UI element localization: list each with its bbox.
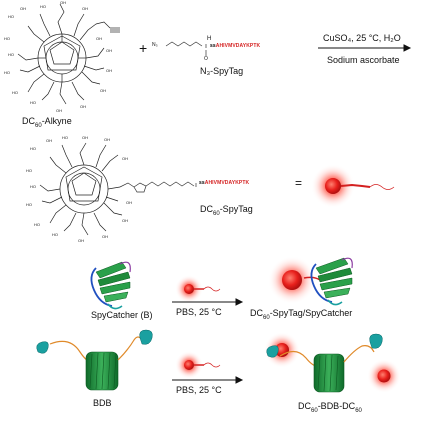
svg-text:HO: HO xyxy=(30,184,36,189)
triazole-linker xyxy=(119,181,197,193)
spycatcher-protein-icon xyxy=(90,261,131,310)
reaction-arrow-3 xyxy=(172,298,244,306)
svg-text:OH: OH xyxy=(104,137,110,142)
fullerene-molecule-icon xyxy=(17,3,120,105)
svg-text:OH: OH xyxy=(100,88,106,93)
svg-text:OH: OH xyxy=(78,238,84,243)
dc60-bdb-dc60-icon xyxy=(264,332,401,393)
n3-spytag-label: N₃-SpyTag xyxy=(200,66,244,76)
spytag-sequence-1: ssAHIVMVDAYKPTK xyxy=(210,43,261,49)
spycatcher-label: SpyCatcher (B) xyxy=(91,310,153,320)
svg-text:OH: OH xyxy=(20,6,26,11)
reaction-arrow-4 xyxy=(172,376,244,384)
carbonyl-o: O xyxy=(204,56,208,62)
spytag-sequence-2: ssAHIVMVDAYKPTK xyxy=(199,180,250,186)
svg-text:OH: OH xyxy=(80,104,86,109)
svg-text:HO: HO xyxy=(30,100,36,105)
svg-text:HO: HO xyxy=(4,36,10,41)
nh-group: H xyxy=(207,36,212,42)
svg-text:HO: HO xyxy=(4,70,10,75)
condition-pbs-4: PBS, 25 °C xyxy=(176,385,222,395)
svg-text:OH: OH xyxy=(122,156,128,161)
condition-reductant: Sodium ascorbate xyxy=(327,55,400,65)
condition-catalyst: CuSO₄, 25 °C, H₂O xyxy=(323,33,401,43)
svg-text:OH: OH xyxy=(56,108,62,113)
bdb-label: BDB xyxy=(93,398,112,408)
svg-text:OH: OH xyxy=(106,68,112,73)
equals-sign: = xyxy=(295,176,303,190)
svg-text:HO: HO xyxy=(8,52,14,57)
fullerene-sphere-icon xyxy=(175,275,221,303)
svg-text:HO: HO xyxy=(26,168,32,173)
spytag-spycatcher-label: DC60-SpyTag/SpyCatcher xyxy=(250,308,353,321)
svg-text:OH: OH xyxy=(46,138,52,143)
reaction-arrow-1 xyxy=(318,44,412,52)
svg-text:HO: HO xyxy=(26,202,32,207)
dc60-spytag-label: DC60-SpyTag xyxy=(200,204,253,217)
svg-text:OH: OH xyxy=(106,48,112,53)
svg-text:HO: HO xyxy=(40,4,46,9)
dc60-bdb-dc60-label: DC60-BDB-DC60 xyxy=(298,401,362,414)
svg-text:OH: OH xyxy=(60,0,66,5)
svg-text:OH: OH xyxy=(122,218,128,223)
plus-sign: + xyxy=(139,40,148,56)
condition-pbs-3: PBS, 25 °C xyxy=(176,307,222,317)
fullerene-sphere-icon xyxy=(175,351,221,379)
fullerene-sphere-icon xyxy=(311,164,395,208)
svg-text:OH: OH xyxy=(82,135,88,140)
svg-text:OH: OH xyxy=(82,6,88,11)
svg-text:OH: OH xyxy=(96,36,102,41)
svg-text:OH: OH xyxy=(126,200,132,205)
svg-text:HO: HO xyxy=(12,90,18,95)
svg-text:HO: HO xyxy=(34,222,40,227)
fullerene-spycatcher-complex-icon xyxy=(268,256,353,306)
azide-group: N₃ xyxy=(152,42,158,48)
svg-text:HO: HO xyxy=(62,135,68,140)
svg-text:HO: HO xyxy=(30,146,36,151)
dc60-alkyne-label: DC60-Alkyne xyxy=(22,116,72,129)
svg-text:OH: OH xyxy=(102,234,108,239)
svg-text:HO: HO xyxy=(8,14,14,19)
svg-text:HO: HO xyxy=(52,232,58,237)
azide-linker xyxy=(165,41,207,56)
bdb-protein-icon xyxy=(36,329,153,391)
fullerene-molecule-icon xyxy=(39,142,123,236)
